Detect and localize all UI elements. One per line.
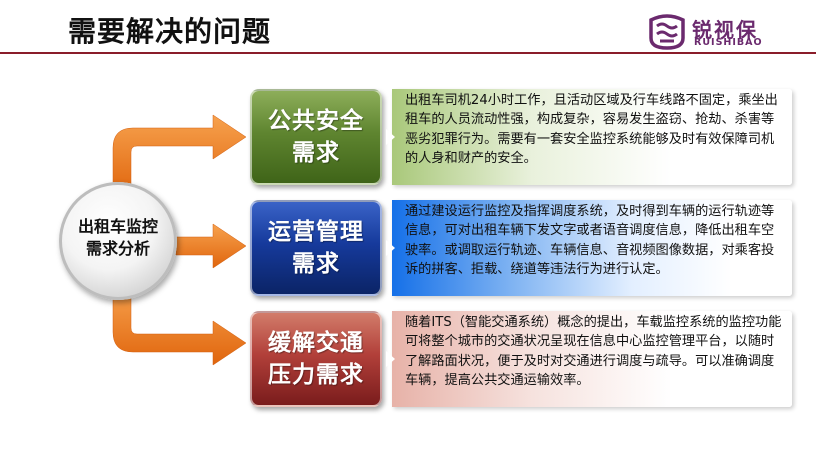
center-label-line2: 需求分析 bbox=[85, 239, 150, 258]
center-label: 出租车监控 需求分析 bbox=[59, 216, 177, 260]
title-underline bbox=[0, 52, 816, 54]
description-traffic-relief: 随着ITS（智能交通系统）概念的提出，车载监控系统的监控功能可将整个城市的交通状… bbox=[392, 311, 792, 407]
center-hub: 出租车监控 需求分析 bbox=[59, 182, 177, 300]
page-title: 需要解决的问题 bbox=[68, 15, 272, 48]
arrow-top bbox=[112, 114, 247, 197]
category-label-line2: 需求 bbox=[292, 251, 340, 277]
logo-subtitle: RUISHIBAO bbox=[694, 37, 763, 48]
company-logo: 锐视保 RUISHIBAO bbox=[648, 14, 798, 50]
pointer-triangle bbox=[386, 129, 395, 145]
category-public-safety: 公共安全 需求 bbox=[250, 89, 382, 185]
category-label-line1: 缓解交通 bbox=[268, 330, 364, 356]
ruishibao-logo-icon bbox=[649, 14, 685, 50]
logo-name: 锐视保 bbox=[692, 18, 758, 42]
category-traffic-relief: 缓解交通 压力需求 bbox=[250, 311, 382, 407]
category-label-line1: 运营管理 bbox=[268, 219, 364, 245]
center-label-line1: 出租车监控 bbox=[77, 217, 158, 236]
category-label-line1: 公共安全 bbox=[268, 108, 364, 134]
pointer-triangle bbox=[386, 351, 395, 367]
category-label-line2: 需求 bbox=[292, 140, 340, 166]
arrow-bottom bbox=[112, 285, 247, 366]
category-label-line2: 压力需求 bbox=[268, 362, 364, 388]
category-operations: 运营管理 需求 bbox=[250, 200, 382, 296]
pointer-triangle bbox=[386, 240, 395, 256]
description-operations: 通过建设运行监控及指挥调度系统，及时得到车辆的运行轨迹等信息，可对出租车辆下发文… bbox=[392, 200, 792, 296]
description-public-safety: 出租车司机24小时工作，且活动区域及行车线路不固定，乘坐出租车的人员流动性强，构… bbox=[392, 89, 792, 185]
arrow-middle bbox=[175, 223, 247, 269]
